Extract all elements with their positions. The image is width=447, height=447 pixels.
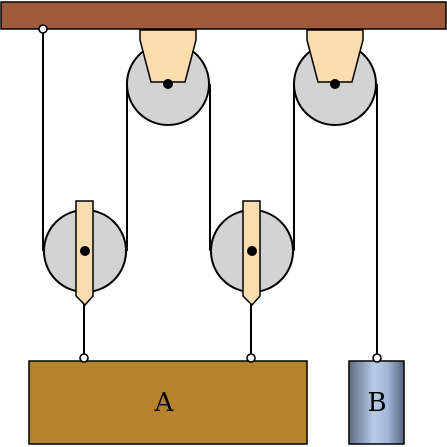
block-a-label: A	[154, 388, 175, 418]
block-b: B	[348, 353, 405, 445]
block-b-label: B	[367, 388, 386, 418]
block-a: A	[28, 353, 308, 445]
movable-pulley-right-axle	[247, 246, 257, 256]
fixed-pulley-right-bracket	[306, 29, 364, 83]
movable-pulley-left	[43, 200, 127, 307]
ceiling-anchor-ring	[38, 24, 48, 34]
fixed-pulley-right	[293, 29, 377, 126]
movable-pulley-right	[210, 200, 294, 307]
fixed-pulley-left	[126, 29, 210, 126]
ceiling-beam	[0, 1, 447, 30]
block-a-hook-left	[79, 353, 89, 363]
fixed-pulley-right-axle	[330, 79, 340, 89]
movable-pulley-left-axle	[80, 246, 90, 256]
fixed-pulley-left-axle	[163, 79, 173, 89]
ropes	[42, 32, 378, 356]
block-a-hook-right	[246, 353, 256, 363]
fixed-pulley-left-bracket	[139, 29, 197, 83]
block-b-hook	[372, 353, 382, 363]
